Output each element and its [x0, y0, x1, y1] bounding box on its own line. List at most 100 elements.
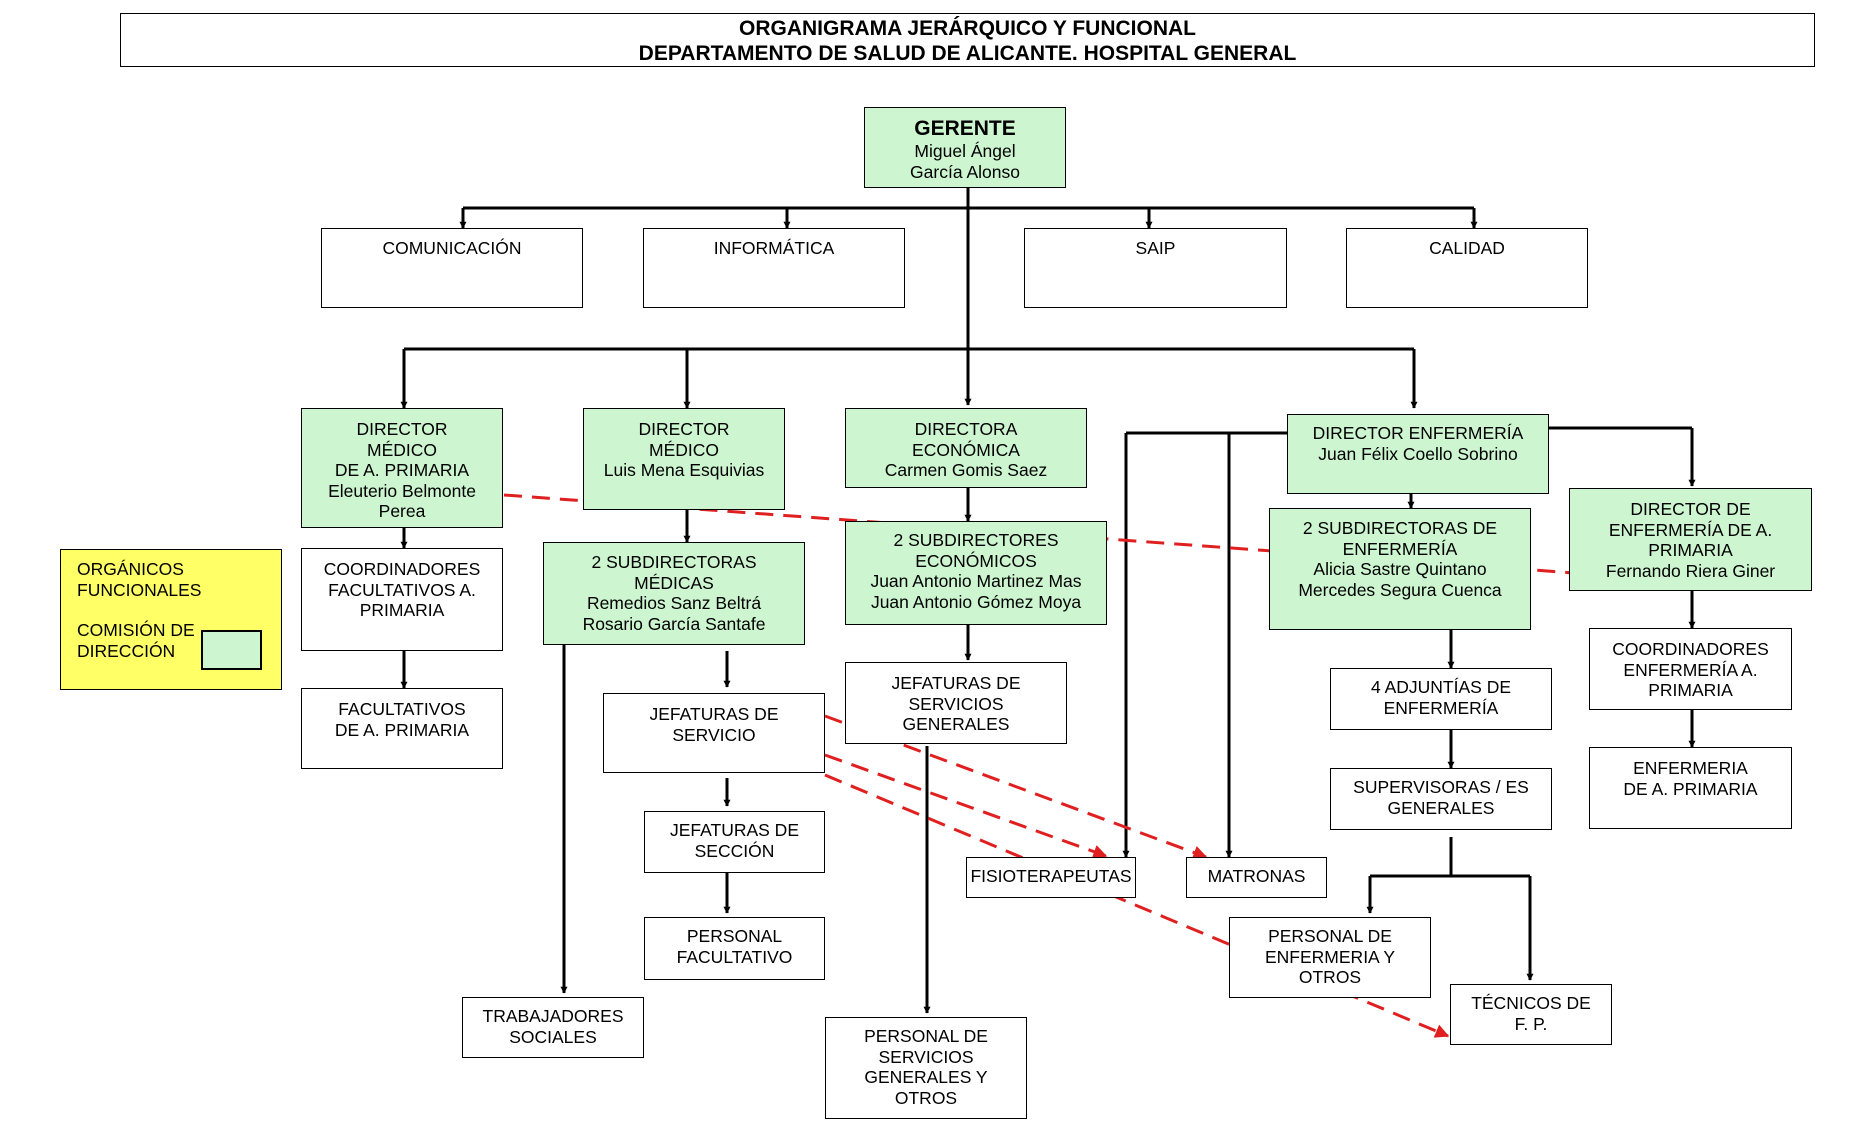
node-line: Perea — [378, 501, 426, 521]
title-line-1: ORGANIGRAMA JERÁRQUICO Y FUNCIONAL — [739, 17, 1196, 40]
node-line: ENFERMERÍA — [1383, 697, 1499, 718]
node-line: GENERALES — [1387, 797, 1495, 818]
node-line: JEFATURAS DE — [649, 704, 779, 724]
node-line: MATRONAS — [1207, 866, 1306, 886]
legend-comision-swatch — [201, 630, 262, 670]
legend-organicos: ORGÁNICOS — [77, 559, 184, 579]
node-line: PRIMARIA — [1648, 680, 1733, 700]
node-line: PRIMARIA — [1648, 540, 1733, 560]
node-line: DIRECTOR — [638, 419, 730, 439]
node-personal-facultativo: PERSONAL FACULTATIVO — [644, 917, 825, 980]
node-coordinadores-enfermeria-ap: COORDINADORES ENFERMERÍA A. PRIMARIA — [1589, 628, 1792, 710]
node-line: JEFATURAS DE — [891, 673, 1021, 693]
node-line: PERSONAL — [686, 926, 783, 946]
node-comunicacion: COMUNICACIÓN — [321, 228, 583, 308]
node-directora-economica: DIRECTORA ECONÓMICA Carmen Gomis Saez — [845, 408, 1087, 488]
node-matronas: MATRONAS — [1186, 857, 1327, 898]
node-line: DIRECTORA — [914, 419, 1018, 439]
node-line: Juan Antonio Gómez Moya — [870, 591, 1082, 612]
node-line: ECONÓMICOS — [915, 550, 1037, 571]
node-line: ENFERMERIA — [1633, 758, 1748, 778]
node-line: SERVICIOS — [878, 1046, 974, 1067]
node-line: FACULTATIVO — [676, 946, 793, 967]
node-subdirectoras-medicas: 2 SUBDIRECTORAS MÉDICAS Remedios Sanz Be… — [543, 542, 805, 645]
node-tecnicos-fp: TÉCNICOS DE F. P. — [1450, 984, 1612, 1045]
node-personal-enfermeria: PERSONAL DE ENFERMERIA Y OTROS — [1229, 917, 1431, 998]
node-line: OTROS — [1298, 967, 1362, 987]
legend-funcionales: FUNCIONALES — [77, 580, 202, 600]
node-line: 2 SUBDIRECTORAS DE — [1302, 518, 1498, 538]
node-line: Carmen Gomis Saez — [884, 460, 1048, 480]
node-jefaturas-servicio: JEFATURAS DE SERVICIO — [603, 693, 825, 773]
node-gerente-line: Miguel Ángel — [914, 141, 1016, 161]
node-line: JEFATURAS DE — [669, 820, 799, 840]
node-jefaturas-seccion: JEFATURAS DE SECCIÓN — [644, 811, 825, 873]
node-line: Eleuterio Belmonte — [328, 480, 476, 501]
node-line: PERSONAL DE — [864, 1026, 988, 1046]
node-subdirectoras-enfermeria: 2 SUBDIRECTORAS DE ENFERMERÍA Alicia Sas… — [1269, 508, 1531, 630]
node-saip-line: SAIP — [1135, 238, 1176, 258]
node-line: TRABAJADORES — [482, 1006, 624, 1026]
legend: ORGÁNICOS FUNCIONALES COMISIÓN DE DIRECC… — [60, 549, 282, 690]
node-adjuntias-enfermeria: 4 ADJUNTÍAS DE ENFERMERÍA — [1330, 668, 1552, 730]
node-comunicacion-line: COMUNICACIÓN — [382, 238, 522, 258]
node-saip: SAIP — [1024, 228, 1287, 308]
node-line: DIRECTOR — [356, 419, 448, 439]
node-line: PRIMARIA — [359, 600, 445, 620]
legend-comision-2: DIRECCIÓN — [77, 641, 176, 661]
node-line: PERSONAL DE — [1268, 926, 1392, 946]
node-line: Luis Mena Esquivias — [603, 460, 765, 480]
diagram-title: ORGANIGRAMA JERÁRQUICO Y FUNCIONAL DEPAR… — [120, 13, 1815, 67]
node-line: MÉDICO — [367, 439, 437, 460]
node-line: SUPERVISORAS / ES — [1353, 777, 1529, 797]
node-line: 2 SUBDIRECTORES — [893, 530, 1059, 550]
node-line: OTROS — [894, 1087, 958, 1108]
node-facultativos-ap: FACULTATIVOS DE A. PRIMARIA — [301, 688, 503, 769]
node-fisioterapeutas: FISIOTERAPEUTAS — [966, 857, 1136, 898]
node-line: ENFERMERÍA — [1342, 538, 1458, 559]
node-line: Rosario García Santafe — [582, 613, 766, 634]
node-line: SECCIÓN — [694, 840, 775, 861]
legend-comision-1: COMISIÓN DE — [77, 620, 195, 640]
node-line: F. P. — [1514, 1013, 1548, 1034]
node-line: Alicia Sastre Quintano — [1313, 559, 1487, 579]
node-enfermeria-ap: ENFERMERIA DE A. PRIMARIA — [1589, 747, 1792, 829]
node-line: GENERALES — [902, 714, 1010, 734]
node-line: TÉCNICOS DE — [1471, 993, 1591, 1013]
node-line: DIRECTOR ENFERMERÍA — [1312, 423, 1524, 443]
node-line: FISIOTERAPEUTAS — [970, 866, 1132, 886]
node-supervisoras-generales: SUPERVISORAS / ES GENERALES — [1330, 768, 1552, 830]
node-line: SERVICIO — [672, 724, 756, 745]
node-line: MÉDICO — [649, 439, 719, 460]
node-line: DE A. PRIMARIA — [334, 460, 470, 480]
node-line: ENFERMERÍA A. — [1623, 659, 1758, 680]
node-gerente: GERENTE Miguel Ángel García Alonso — [864, 107, 1066, 188]
node-line: FACULTATIVOS — [338, 699, 466, 719]
node-line: ENFERMERÍA DE A. — [1608, 519, 1773, 540]
node-line: ECONÓMICA — [912, 439, 1020, 460]
node-line: Juan Antonio Martinez Mas — [870, 571, 1082, 591]
node-line: DE A. PRIMARIA — [1623, 778, 1758, 799]
node-director-enfermeria-ap: DIRECTOR DE ENFERMERÍA DE A. PRIMARIA Fe… — [1569, 488, 1812, 591]
node-informatica-line: INFORMÁTICA — [713, 238, 835, 258]
node-jefaturas-servicios-generales: JEFATURAS DE SERVICIOS GENERALES — [845, 662, 1067, 744]
node-line: Fernando Riera Giner — [1605, 560, 1776, 581]
node-subdirectores-economicos: 2 SUBDIRECTORES ECONÓMICOS Juan Antonio … — [845, 521, 1107, 625]
node-calidad-line: CALIDAD — [1429, 238, 1505, 258]
organic-connectors — [400, 188, 1696, 1014]
node-gerente-title: GERENTE — [914, 117, 1016, 140]
node-line: GENERALES Y — [864, 1067, 988, 1087]
node-line: FACULTATIVOS A. — [328, 579, 476, 600]
node-calidad: CALIDAD — [1346, 228, 1588, 308]
node-personal-servicios-generales: PERSONAL DE SERVICIOS GENERALES Y OTROS — [825, 1017, 1027, 1119]
node-trabajadores-sociales: TRABAJADORES SOCIALES — [462, 997, 644, 1058]
node-line: DIRECTOR DE — [1630, 499, 1751, 519]
node-line: Mercedes Segura Cuenca — [1298, 579, 1502, 600]
node-line: DE A. PRIMARIA — [334, 719, 470, 740]
node-line: Juan Félix Coello Sobrino — [1318, 443, 1518, 464]
node-line: 4 ADJUNTÍAS DE — [1370, 677, 1512, 697]
node-line: Remedios Sanz Beltrá — [586, 593, 762, 613]
node-line: COORDINADORES — [323, 559, 481, 579]
node-line: MÉDICAS — [634, 572, 714, 593]
node-line: SOCIALES — [509, 1026, 597, 1047]
